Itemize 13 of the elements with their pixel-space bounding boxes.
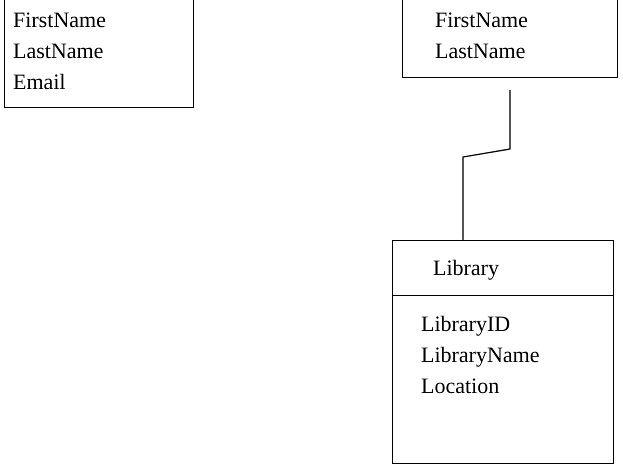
table-box — [392, 240, 614, 464]
field-name: Email — [13, 68, 66, 96]
table-box — [402, 0, 618, 78]
connector-line — [462, 90, 511, 240]
field-name: LastName — [435, 37, 526, 65]
field-name: LibraryID — [421, 310, 510, 338]
table-box — [4, 0, 194, 108]
field-name: Location — [421, 372, 500, 400]
field-name: LastName — [13, 37, 104, 65]
field-name: FirstName — [435, 6, 528, 34]
field-name: LibraryName — [421, 341, 540, 369]
field-name: FirstName — [13, 6, 106, 34]
table-title: Library — [433, 255, 499, 280]
